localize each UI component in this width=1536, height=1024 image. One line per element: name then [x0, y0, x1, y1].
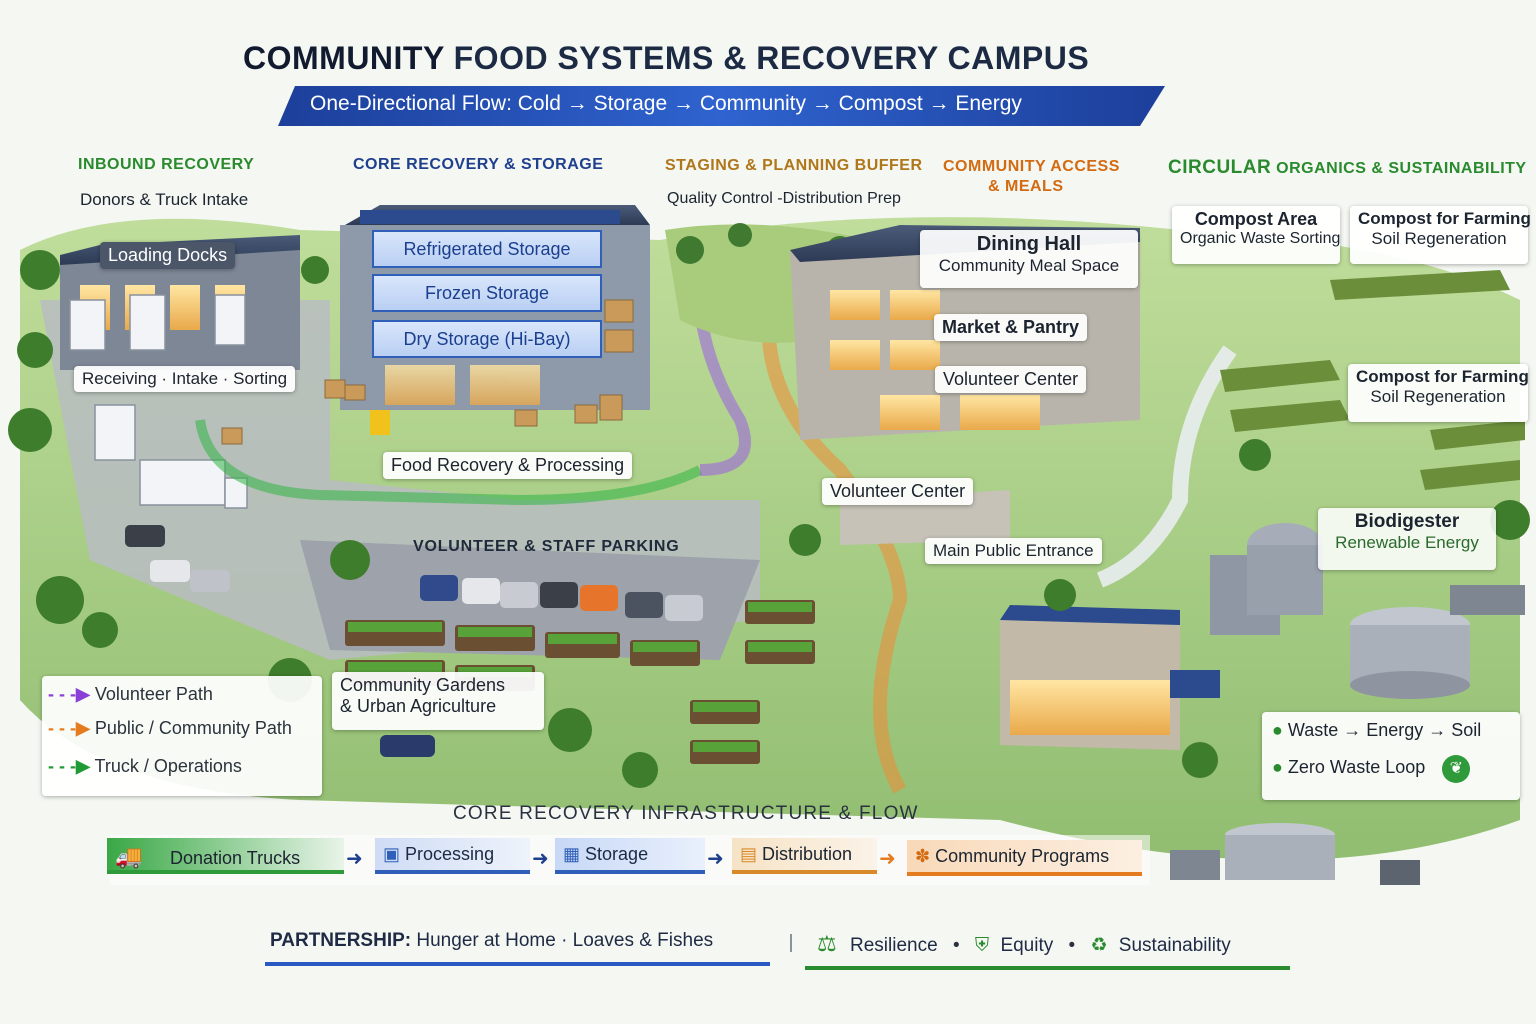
- infrastructure-heading: CORE RECOVERY INFRASTRUCTURE & FLOW: [453, 803, 919, 824]
- dry-storage-card: Dry Storage (Hi-Bay): [372, 320, 602, 358]
- partnership-text: Hunger at Home · Loaves & Fishes: [416, 930, 714, 951]
- legend-public-label: Public / Community Path: [94, 718, 292, 738]
- compost-farming-card-2: Compost for Farming Soil Regeneration: [1348, 364, 1529, 422]
- flow-step-distribution-label: Distribution: [762, 844, 853, 864]
- legend-public-path: - - -▶ Public / Community Path: [48, 718, 292, 739]
- compost-area-sub: Organic Waste Sorting: [1180, 230, 1341, 247]
- food-processing-label: Food Recovery & Processing: [383, 452, 633, 479]
- flow-step-storage: ▦ Storage: [555, 838, 705, 874]
- compost-farming-2-title: Compost for Farming: [1356, 367, 1529, 386]
- clipboard-icon: ▣: [383, 844, 401, 864]
- compost-area-title: Compost Area: [1194, 209, 1318, 229]
- volunteer-center-card-1: Volunteer Center: [935, 366, 1087, 393]
- flow-arrow-1: ➜: [346, 848, 363, 870]
- dining-hall-title: Dining Hall: [976, 233, 1082, 255]
- frozen-storage-card: Frozen Storage: [372, 274, 602, 312]
- legend-volunteer-swatch: - - -▶: [48, 684, 90, 704]
- flow-arrow-2: ➜: [532, 848, 549, 870]
- flow-arrow-3: ➜: [707, 848, 724, 870]
- leaf-icon: ❦: [1442, 755, 1471, 783]
- legend-volunteer-path: - - -▶ Volunteer Path: [48, 684, 213, 705]
- value-equity: Equity: [1000, 935, 1054, 956]
- dining-hall-sub: Community Meal Space: [938, 256, 1120, 275]
- flow-subtitle: One-Directional Flow: Cold → Storage → C…: [310, 92, 1022, 115]
- gardens-line-1: Community Gardens: [340, 675, 506, 695]
- inbound-sub: Donors & Truck Intake: [80, 190, 249, 209]
- people-icon: ✽: [915, 846, 931, 866]
- receiving-label: Receiving · Intake · Sorting: [74, 366, 296, 392]
- value-resilience: Resilience: [850, 935, 938, 956]
- flow-step-storage-label: Storage: [585, 844, 649, 864]
- dining-hall-card: Dining Hall Community Meal Space: [920, 230, 1138, 288]
- value-separator-2: •: [1068, 935, 1076, 956]
- flow-arrow-4: ➜: [879, 848, 896, 870]
- core-heading: CORE RECOVERY & STORAGE: [353, 156, 604, 173]
- community-heading-1: COMMUNITY ACCESS: [943, 158, 1120, 175]
- compost-farming-1-sub: Soil Regeneration: [1371, 229, 1507, 248]
- partnership-label: PARTNERSHIP:: [270, 930, 412, 951]
- legend-truck-label: Truck / Operations: [94, 756, 242, 776]
- shield-icon: ⛨: [974, 935, 990, 956]
- parking-label: VOLUNTEER & STAFF PARKING: [413, 538, 680, 555]
- compost-farming-card-1: Compost for Farming Soil Regeneration: [1350, 206, 1531, 264]
- truck-icon: 🚚: [115, 844, 143, 869]
- biodigester-title: Biodigester: [1354, 511, 1460, 532]
- flow-step-distribution: ▤ Distribution: [732, 838, 877, 874]
- market-pantry-card: Market & Pantry: [934, 314, 1088, 341]
- values-line: ⚖ Resilience • ⛨ Equity • ♻ Sustainabili…: [817, 931, 1231, 957]
- value-separator-1: •: [952, 935, 960, 956]
- loop-line-1: ● Waste → Energy → Soil: [1272, 720, 1510, 741]
- flow-step-processing: ▣ Processing: [375, 838, 530, 874]
- warehouse-icon: ▦: [563, 844, 581, 864]
- path-legend: - - -▶ Volunteer Path - - -▶ Public / Co…: [42, 676, 322, 796]
- loop-text-2: Zero Waste Loop: [1287, 757, 1426, 777]
- loop-dot-2: ●: [1272, 757, 1283, 777]
- legend-volunteer-label: Volunteer Path: [94, 684, 213, 704]
- loading-docks-label: Loading Docks: [100, 242, 236, 269]
- flow-step-community-label: Community Programs: [935, 846, 1110, 866]
- title-bold: COMMUNITY: [243, 40, 445, 76]
- biodigester-card: Biodigester Renewable Energy: [1318, 508, 1496, 570]
- volunteer-center-card-2: Volunteer Center: [822, 478, 974, 505]
- loop-line-2: ● Zero Waste Loop ❦: [1272, 755, 1510, 783]
- flow-step-processing-label: Processing: [405, 844, 495, 864]
- inbound-heading: INBOUND RECOVERY: [78, 156, 255, 173]
- legend-public-swatch: - - -▶: [48, 718, 90, 738]
- legend-truck-swatch: - - -▶: [48, 756, 90, 776]
- compost-area-card: Compost Area Organic Waste Sorting: [1172, 206, 1340, 264]
- flow-step-donation-trucks: 🚚 Donation Trucks: [107, 838, 344, 874]
- partnership-line: PARTNERSHIP: Hunger at Home · Loaves & F…: [270, 930, 713, 952]
- flow-step-donation-label: Donation Trucks: [170, 848, 301, 868]
- gardens-line-2: & Urban Agriculture: [340, 696, 497, 716]
- loop-dot-1: ●: [1272, 720, 1283, 740]
- circular-heading: CIRCULAR ORGANICS & SUSTAINABILITY: [1168, 157, 1527, 179]
- community-heading-2: & MEALS: [988, 178, 1064, 195]
- circular-heading-bold: CIRCULAR: [1168, 157, 1272, 178]
- scales-icon: ⚖: [817, 931, 837, 956]
- loop-text-1: Waste → Energy → Soil: [1287, 720, 1482, 740]
- crate-icon: ▤: [740, 844, 758, 864]
- staging-heading: STAGING & PLANNING BUFFER: [665, 157, 923, 174]
- main-entrance-card: Main Public Entrance: [925, 538, 1102, 564]
- value-sustainability: Sustainability: [1118, 935, 1231, 956]
- compost-farming-1-title: Compost for Farming: [1358, 209, 1531, 228]
- flow-step-community-programs: ✽ Community Programs: [907, 840, 1142, 876]
- zero-waste-card: ● Waste → Energy → Soil ● Zero Waste Loo…: [1262, 712, 1520, 800]
- title-rest: FOOD SYSTEMS & RECOVERY CAMPUS: [453, 40, 1090, 76]
- page-title: COMMUNITY FOOD SYSTEMS & RECOVERY CAMPUS: [243, 40, 1089, 77]
- compost-farming-2-sub: Soil Regeneration: [1370, 387, 1506, 406]
- refrigerated-storage-card: Refrigerated Storage: [372, 230, 602, 268]
- recycle-icon: ♻: [1090, 935, 1108, 956]
- staging-sub: Quality Control -Distribution Prep: [667, 190, 901, 207]
- circular-heading-rest: ORGANICS & SUSTAINABILITY: [1276, 160, 1527, 177]
- legend-truck-path: - - -▶ Truck / Operations: [48, 756, 242, 777]
- gardens-card: Community Gardens & Urban Agriculture: [332, 672, 544, 730]
- biodigester-sub: Renewable Energy: [1335, 533, 1479, 552]
